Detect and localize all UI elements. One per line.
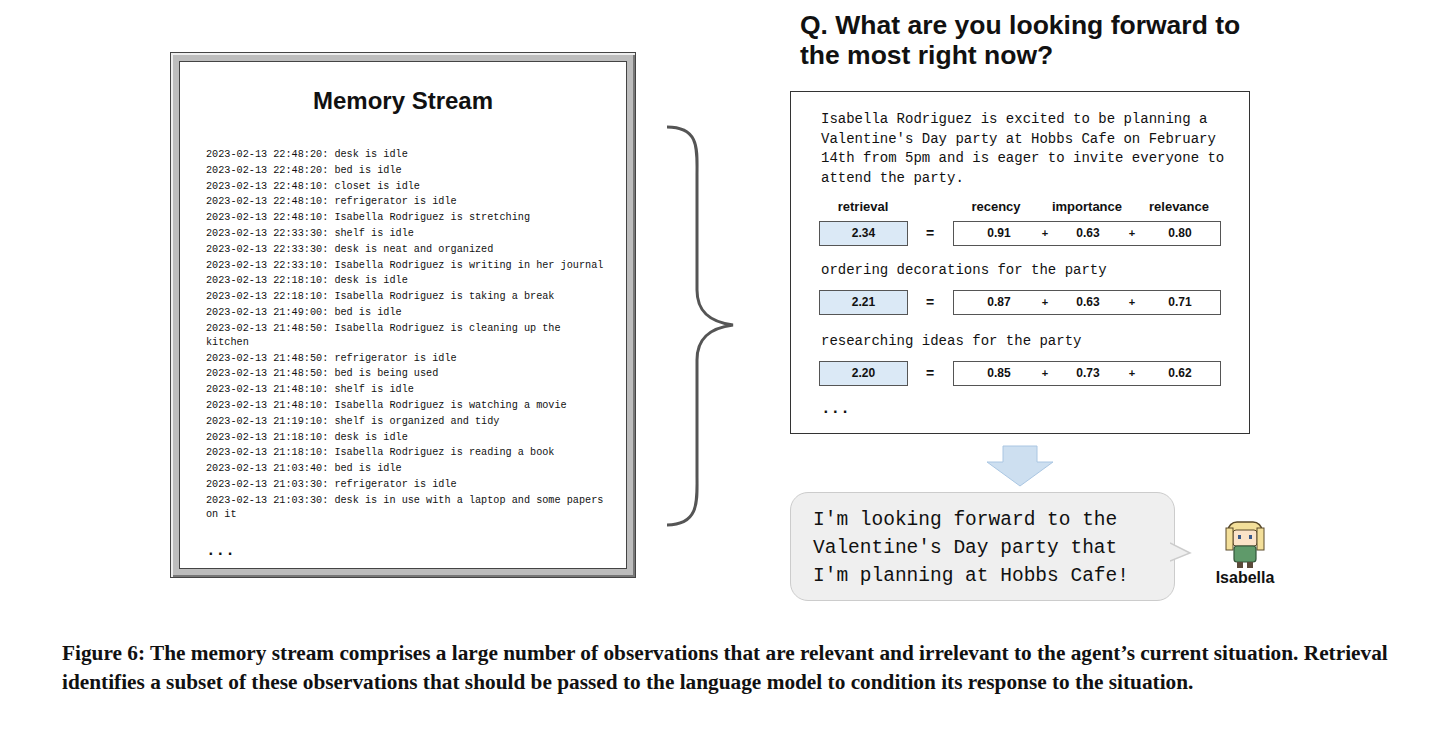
log-entry: 2023-02-13 21:48:10: Isabella Rodriguez … — [206, 399, 608, 413]
score-value: 0.80 — [1155, 226, 1205, 241]
retrieval-score: 2.34 — [819, 221, 908, 246]
equals-sign: = — [920, 364, 940, 382]
score-terms: 0.87+0.63+0.71 — [953, 290, 1221, 315]
memory-text: ordering decorations for the party — [821, 261, 1231, 281]
agent-name: Isabella — [1200, 569, 1290, 587]
log-entry: 2023-02-13 22:48:10: Isabella Rodriguez … — [206, 211, 608, 225]
log-list: 2023-02-13 22:48:20: desk is idle 2023-02… — [206, 148, 608, 560]
bubble-tail — [1170, 541, 1194, 565]
log-entry: 2023-02-13 22:33:30: desk is neat and or… — [206, 243, 608, 257]
memory-stream-panel: Memory Stream 2023-02-13 22:48:20: desk i… — [170, 52, 636, 578]
score-value: 2.34 — [820, 226, 907, 241]
score-value: 2.21 — [820, 295, 907, 310]
panel-title: Memory Stream — [180, 87, 626, 115]
log-entry: 2023-02-13 22:18:10: Isabella Rodriguez … — [206, 290, 608, 304]
score-value: 0.91 — [974, 226, 1024, 241]
log-entry: 2023-02-13 21:03:30: desk is in use with… — [206, 494, 608, 522]
speech-text: I'm looking forward to the Valentine's D… — [813, 506, 1158, 590]
score-value: 0.63 — [1063, 295, 1113, 310]
plus-sign: + — [1107, 366, 1157, 381]
memory-text: Isabella Rodriguez is excited to be plan… — [821, 110, 1231, 188]
log-entry: 2023-02-13 22:48:10: refrigerator is idl… — [206, 195, 608, 209]
column-header: relevance — [1129, 199, 1229, 215]
log-entry: 2023-02-13 21:18:10: desk is idle — [206, 431, 608, 445]
memory-text: researching ideas for the party — [821, 332, 1231, 352]
figure-caption: Figure 6: The memory stream comprises a … — [62, 639, 1392, 696]
log-entry: 2023-02-13 21:48:50: refrigerator is idl… — [206, 352, 608, 366]
log-entry: 2023-02-13 22:33:10: Isabella Rodriguez … — [206, 259, 608, 273]
score-value: 0.73 — [1063, 366, 1113, 381]
score-terms: 0.85+0.73+0.62 — [953, 361, 1221, 386]
log-entry: 2023-02-13 21:19:10: shelf is organized … — [206, 415, 608, 429]
score-value: 0.85 — [974, 366, 1024, 381]
score-terms: 0.91+0.63+0.80 — [953, 221, 1221, 246]
plus-sign: + — [1020, 226, 1070, 241]
speech-bubble: I'm looking forward to the Valentine's D… — [790, 492, 1175, 601]
log-entry: 2023-02-13 22:33:30: shelf is idle — [206, 227, 608, 241]
log-entry: 2023-02-13 21:48:50: Isabella Rodriguez … — [206, 322, 608, 350]
plus-sign: + — [1020, 366, 1070, 381]
log-entry: 2023-02-13 22:48:10: closet is idle — [206, 180, 608, 194]
column-header: retrieval — [813, 199, 913, 215]
retrieval-score: 2.20 — [819, 361, 908, 386]
score-value: 0.71 — [1155, 295, 1205, 310]
question-heading: Q. What are you looking forward to the m… — [800, 10, 1260, 70]
column-header: importance — [1027, 199, 1147, 215]
block-arrow — [987, 446, 1053, 486]
ellipsis: ... — [821, 400, 881, 418]
log-entry: 2023-02-13 21:03:40: bed is idle — [206, 462, 608, 476]
log-entry: 2023-02-13 21:48:50: bed is being used — [206, 367, 608, 381]
plus-sign: + — [1107, 295, 1157, 310]
score-value: 2.20 — [820, 366, 907, 381]
ellipsis: ... — [206, 542, 608, 560]
log-entry: 2023-02-13 22:48:20: desk is idle — [206, 148, 608, 162]
log-entry: 2023-02-13 21:49:00: bed is idle — [206, 306, 608, 320]
isabella-sprite — [1226, 522, 1264, 568]
column-header: recency — [946, 199, 1046, 215]
plus-sign: + — [1020, 295, 1070, 310]
retrieval-score: 2.21 — [819, 290, 908, 315]
retrieval-panel: Isabella Rodriguez is excited to be plan… — [790, 91, 1250, 434]
log-entry: 2023-02-13 22:48:20: bed is idle — [206, 164, 608, 178]
log-entry: 2023-02-13 22:18:10: desk is idle — [206, 274, 608, 288]
equals-sign: = — [920, 224, 940, 242]
equals-sign: = — [920, 293, 940, 311]
curly-brace — [667, 127, 733, 525]
score-value: 0.62 — [1155, 366, 1205, 381]
log-entry: 2023-02-13 21:18:10: Isabella Rodriguez … — [206, 446, 608, 460]
score-value: 0.87 — [974, 295, 1024, 310]
log-entry: 2023-02-13 21:48:10: shelf is idle — [206, 383, 608, 397]
memory-page: Memory Stream 2023-02-13 22:48:20: desk i… — [179, 61, 627, 569]
plus-sign: + — [1107, 226, 1157, 241]
log-entry: 2023-02-13 21:03:30: refrigerator is idl… — [206, 478, 608, 492]
score-value: 0.63 — [1063, 226, 1113, 241]
